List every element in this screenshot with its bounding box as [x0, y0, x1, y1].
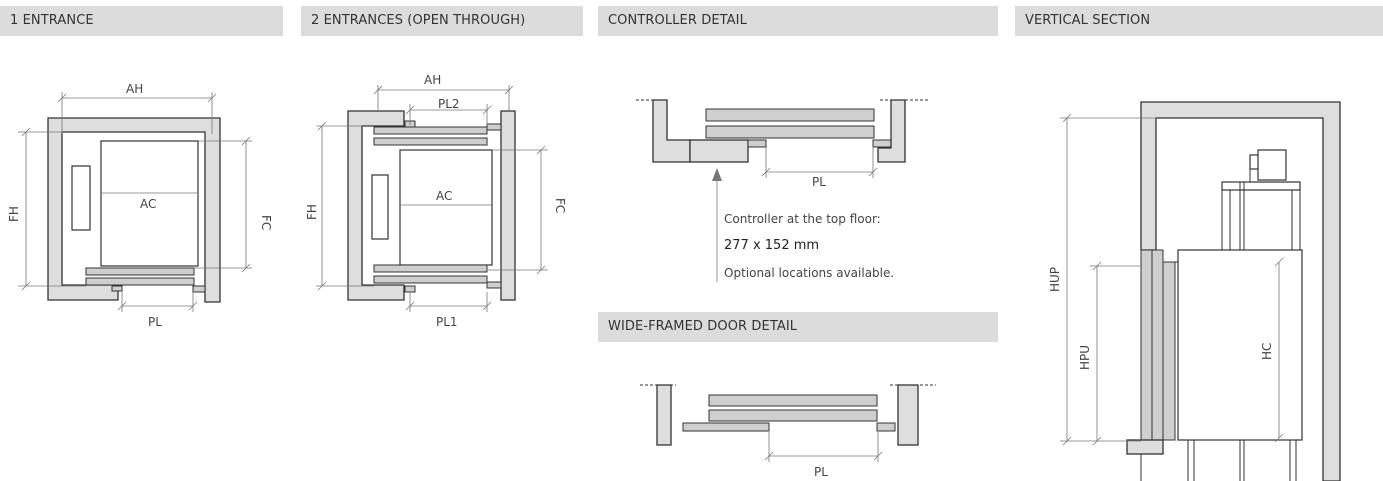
- header-two-entrances: 2 ENTRANCES (OPEN THROUGH): [301, 6, 583, 36]
- wide-framed-door-drawing: [640, 384, 936, 462]
- label-pl1: PL1: [436, 315, 458, 329]
- header-vertical-section: VERTICAL SECTION: [1015, 6, 1383, 36]
- controller-note-line1: Controller at the top floor:: [724, 212, 881, 226]
- label-fh-2: FH: [305, 204, 319, 220]
- vertical-section-drawing: [1060, 101, 1341, 481]
- label-pl-controller: PL: [812, 175, 826, 189]
- two-entrances-plan: [316, 85, 548, 312]
- label-pl2: PL2: [438, 97, 460, 111]
- label-fc-2: FC: [553, 198, 567, 213]
- label-hup: HUP: [1048, 267, 1062, 292]
- label-pl-wide: PL: [814, 465, 828, 479]
- controller-note-line2: 277 x 152 mm: [724, 238, 820, 253]
- controller-note-line3: Optional locations available.: [724, 266, 895, 280]
- controller-detail-drawing: [636, 99, 930, 282]
- label-pl-1: PL: [148, 315, 162, 329]
- header-wide-framed-door: WIDE-FRAMED DOOR DETAIL: [598, 312, 998, 342]
- label-hpu: HPU: [1078, 345, 1092, 370]
- label-fh-1: FH: [7, 206, 21, 222]
- header-controller-detail: CONTROLLER DETAIL: [598, 6, 998, 36]
- header-one-entrance: 1 ENTRANCE: [0, 6, 283, 36]
- label-ac-1: AC: [140, 197, 156, 211]
- label-ac-2: AC: [436, 189, 452, 203]
- one-entrance-plan: [18, 92, 252, 312]
- label-ah-2: AH: [424, 73, 441, 87]
- label-fc-1: FC: [259, 215, 273, 230]
- label-ah-1: AH: [126, 82, 143, 96]
- label-hc: HC: [1260, 343, 1274, 360]
